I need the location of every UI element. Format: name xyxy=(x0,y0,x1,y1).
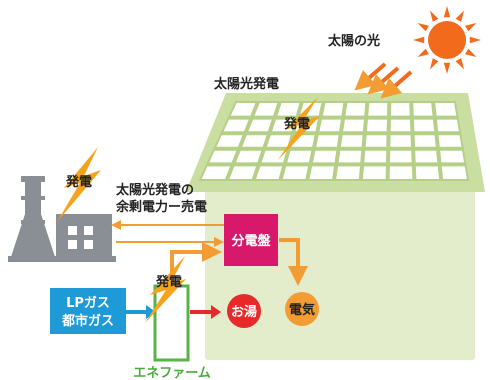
electricity-circle xyxy=(285,292,319,326)
roof-generation-label: 発電 xyxy=(283,116,310,132)
solar-roof xyxy=(186,93,485,192)
surplus-label-line2: 余剰電力ー売電 xyxy=(115,199,207,215)
fuel-cell-unit-icon xyxy=(153,284,190,362)
sun-ray xyxy=(430,10,439,22)
panel-grid-line xyxy=(358,101,370,181)
sun-ray xyxy=(469,36,481,44)
sun-ray xyxy=(465,23,477,32)
panel-grid-line xyxy=(385,101,392,181)
sun-ray xyxy=(465,48,477,57)
sun-icon xyxy=(413,6,481,74)
fuelcell-generation-label: 発電 xyxy=(155,274,182,290)
distribution-board xyxy=(224,214,278,266)
solar-power-label: 太陽光発電 xyxy=(213,76,279,92)
sun-ray xyxy=(413,36,425,44)
plant-generation-label: 発電 xyxy=(65,174,92,190)
power-plant-icon xyxy=(8,176,116,262)
lightning-bolt-icon xyxy=(145,256,186,323)
panel-grid-line xyxy=(305,101,326,181)
sun-ray xyxy=(443,62,451,74)
sun-ray xyxy=(455,10,464,22)
sun-ray xyxy=(417,48,429,57)
hot-water-circle xyxy=(227,294,261,328)
lightning-bolt-icon xyxy=(278,97,320,160)
board-to-electricity-arrow xyxy=(279,238,308,286)
electricity-label: 電気 xyxy=(289,302,315,318)
hot-water-arrowhead xyxy=(211,305,221,319)
panel-grid-line xyxy=(332,101,348,181)
panel-grid-line xyxy=(224,101,260,181)
sun-ray xyxy=(430,58,439,70)
enefarm-label: エネファーム xyxy=(133,366,211,380)
sun-ray xyxy=(455,58,464,70)
gas-label-line2: 都市ガス xyxy=(61,313,114,329)
distribution-board-label: 分電盤 xyxy=(231,233,271,249)
panel-grid-line xyxy=(409,101,417,181)
sun-ray xyxy=(443,6,451,18)
sunlight-arrows xyxy=(354,62,413,99)
surplus-label-line1: 太陽光発電の xyxy=(115,182,194,198)
panel-grid-line xyxy=(431,101,444,181)
gas-arrowhead xyxy=(146,305,156,319)
hot-water-label: お湯 xyxy=(231,304,257,320)
sun-ray xyxy=(417,23,429,32)
gas-supply-box xyxy=(50,288,126,334)
gas-label-line1: LPガス xyxy=(66,296,110,311)
panel-grid-line xyxy=(251,101,282,181)
sunlight-label: 太陽の光 xyxy=(327,33,380,49)
